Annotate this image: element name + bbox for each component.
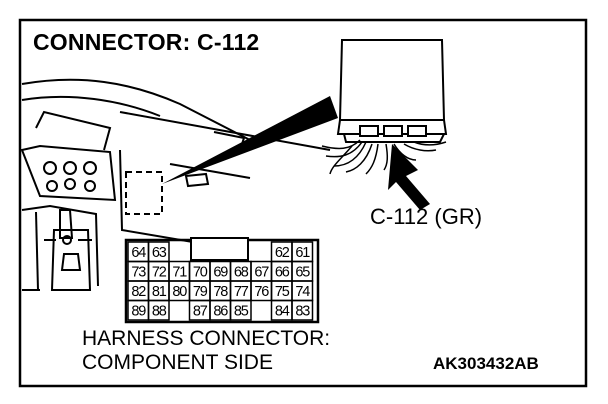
pin-label: 64 (131, 245, 146, 261)
connector-callout-label: C-112 (GR) (370, 204, 483, 229)
harness-connector (124, 237, 320, 324)
component-location-box (125, 171, 163, 215)
pin-label: 87 (193, 304, 208, 320)
diagram-title: CONNECTOR: C-112 (33, 29, 260, 55)
pin-label: 83 (295, 304, 310, 320)
pin-label: 67 (254, 265, 269, 281)
pin-cell (229, 299, 252, 321)
pin-label: 77 (234, 284, 249, 300)
pin-label: 79 (193, 284, 208, 300)
pin-label: 62 (275, 245, 290, 261)
pin-label: 73 (131, 265, 146, 281)
pin-label: 68 (234, 265, 249, 281)
wire-harness (321, 139, 447, 175)
pointer-wedge (162, 96, 338, 184)
pin-grid: 64 63 62 61 73 72 71 70 69 68 67 66 65 82 81 80 79 78 77 76… (127, 241, 314, 321)
figure-code: AK303432AB (433, 354, 539, 373)
pin-label: 71 (172, 265, 187, 281)
pin-label: 63 (152, 245, 167, 261)
climate-knobs (43, 161, 97, 192)
pin-label: 72 (152, 265, 167, 281)
pin-label: 65 (295, 265, 310, 281)
gear-selector (44, 209, 92, 245)
figure-frame (18, 18, 588, 388)
pin-label: 61 (295, 245, 310, 261)
pin-label: 86 (213, 304, 228, 320)
pin-label: 88 (152, 304, 167, 320)
harness-caption-line2: COMPONENT SIDE (82, 351, 273, 374)
harness-caption-line1: HARNESS CONNECTOR: (82, 327, 331, 350)
pin-label: 81 (152, 284, 167, 300)
pin-label: 70 (193, 265, 208, 281)
pin-label: 78 (213, 284, 228, 300)
pin-label: 89 (131, 304, 146, 320)
pin-label: 84 (275, 304, 290, 320)
pin-cell (147, 299, 170, 321)
pin-label: 74 (295, 284, 310, 300)
pin-label: 75 (275, 284, 290, 300)
dashboard-drawing (20, 78, 331, 291)
callout-arrow (388, 144, 430, 210)
pin-cell (291, 299, 314, 321)
control-unit (336, 39, 448, 143)
pin-label: 69 (213, 265, 228, 281)
pin-label: 80 (172, 284, 187, 300)
pin-label: 82 (131, 284, 146, 300)
pin-label: 66 (275, 265, 290, 281)
pin-label: 76 (254, 284, 269, 300)
pin-label: 85 (234, 304, 249, 320)
